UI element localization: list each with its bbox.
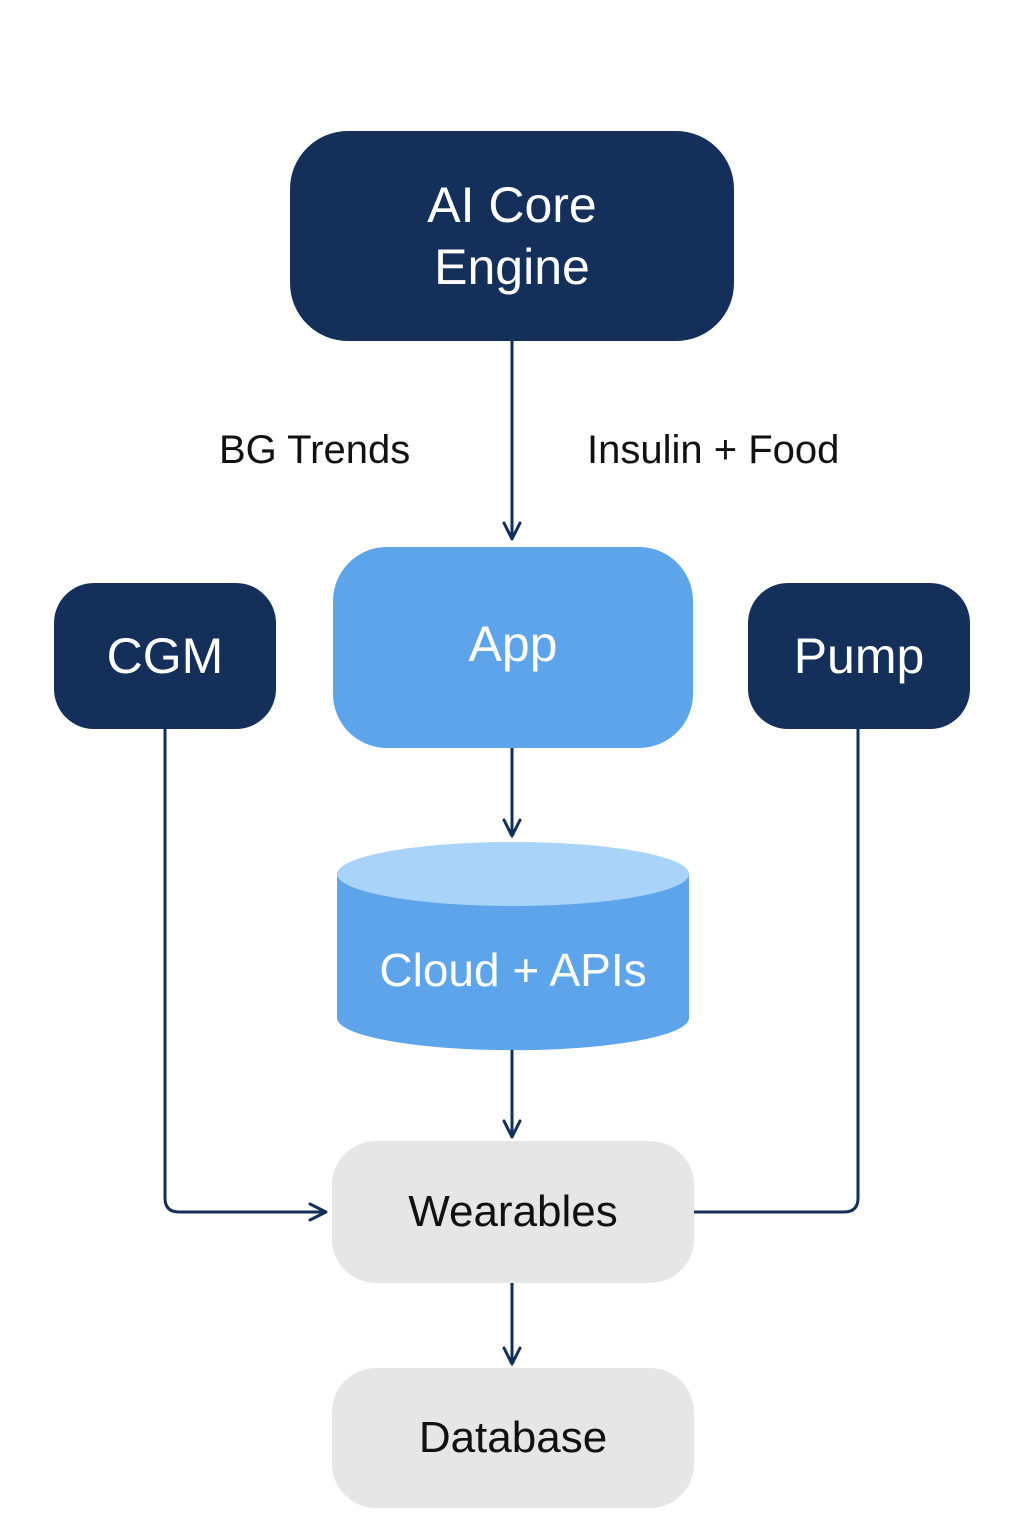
node-cgm-label: CGM [106, 628, 224, 684]
node-ai-core-engine: AI Core Engine [290, 131, 734, 341]
node-cloud-label: Cloud + APIs [379, 944, 647, 996]
node-pump: Pump [748, 583, 970, 729]
node-cgm: CGM [54, 583, 276, 729]
node-app: App [333, 547, 693, 748]
node-ai-core-line1: AI Core [427, 177, 597, 233]
node-database-label: Database [418, 1413, 608, 1462]
node-wearables-label: Wearables [408, 1187, 618, 1236]
edge-pump-to-wearables [694, 729, 860, 1214]
cloud-cylinder [337, 842, 689, 1051]
node-database: Database [332, 1368, 694, 1508]
edge-label-insulin-food: Insulin + Food [587, 428, 840, 472]
node-wearables: Wearables [332, 1141, 694, 1283]
edge-label-bg-trends: BG Trends [219, 428, 411, 472]
edge-cgm-to-wearables [163, 729, 328, 1222]
cloud-cylinder-body [337, 874, 689, 1051]
cloud-cylinder-top [337, 842, 689, 906]
node-ai-core-line2: Engine [434, 239, 590, 295]
node-app-label: App [468, 615, 558, 672]
node-pump-label: Pump [793, 628, 925, 684]
